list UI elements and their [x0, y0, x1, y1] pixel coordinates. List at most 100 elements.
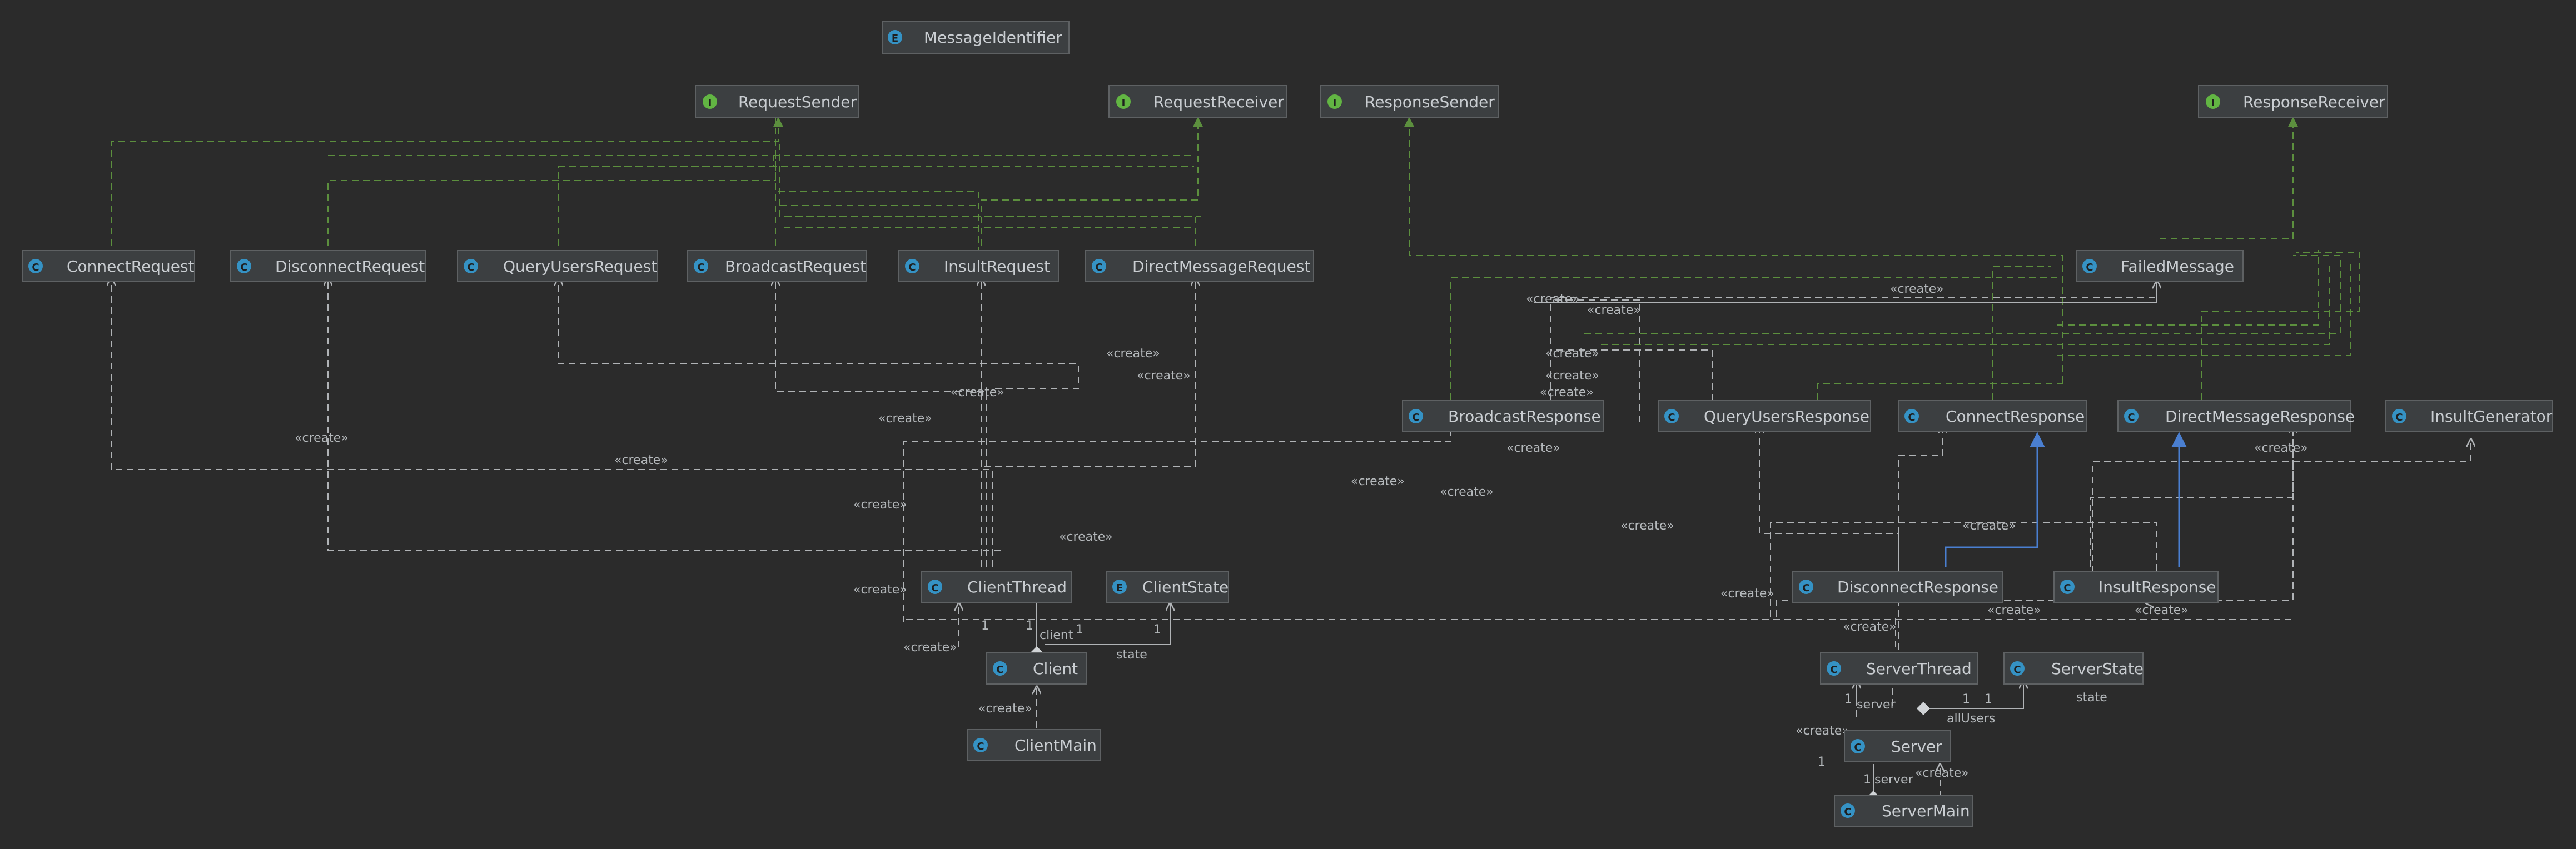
node-server-thread[interactable]: C ServerThread — [1820, 652, 1978, 685]
svg-text:C: C — [1802, 582, 1809, 594]
create-label: «create» — [1351, 475, 1405, 488]
svg-text:E: E — [1116, 582, 1123, 594]
svg-text:I: I — [1333, 97, 1337, 109]
node-label: MessageIdentifier — [924, 28, 1062, 47]
svg-text:I: I — [708, 97, 712, 109]
edge-connect-response-response-receiver — [2057, 250, 2319, 326]
node-label: RequestReceiver — [1153, 93, 1284, 111]
node-failed-message[interactable]: C FailedMessage — [2076, 250, 2244, 282]
create-label: «create» — [1545, 369, 1599, 383]
node-request-receiver[interactable]: I RequestReceiver — [1108, 85, 1287, 118]
node-label: ServerMain — [1882, 802, 1970, 820]
edge-response-sender-create-loop — [1550, 349, 1713, 400]
edge-server-thread-disconnect-response — [1776, 439, 2294, 617]
multiplicity-label: 1 — [981, 619, 989, 633]
node-direct-message-response[interactable]: C DirectMessageResponse — [2117, 400, 2355, 432]
create-label: «create» — [1620, 519, 1674, 533]
node-connect-response[interactable]: C ConnectResponse — [1898, 400, 2087, 432]
svg-text:C: C — [240, 262, 247, 273]
svg-text:C: C — [1854, 742, 1861, 753]
node-client-thread[interactable]: C ClientThread — [921, 571, 1072, 603]
svg-text:I: I — [2211, 97, 2215, 109]
edge-client-client-state — [1045, 603, 1170, 645]
create-label: «create» — [1137, 369, 1191, 383]
svg-text:C: C — [977, 741, 984, 752]
node-direct-message-request[interactable]: C DirectMessageRequest — [1085, 250, 1314, 282]
node-client[interactable]: C Client — [986, 652, 1087, 685]
create-label: «create» — [295, 431, 349, 445]
create-label: «create» — [614, 453, 668, 467]
node-client-state[interactable]: E ClientState — [1106, 571, 1229, 603]
class-icon: C — [928, 580, 942, 594]
node-request-sender[interactable]: I RequestSender — [695, 85, 859, 118]
multiplicity-label: 1 — [1076, 623, 1083, 637]
create-label: «create» — [2135, 603, 2189, 617]
node-response-receiver[interactable]: I ResponseReceiver — [2198, 85, 2388, 118]
class-icon: C — [1092, 259, 1106, 273]
svg-text:C: C — [1095, 262, 1102, 273]
create-label: «create» — [878, 412, 932, 426]
node-disconnect-response[interactable]: C DisconnectResponse — [1792, 571, 2003, 603]
svg-text:E: E — [892, 33, 898, 44]
edge-client-thread-direct-message-request — [984, 278, 1195, 467]
create-label: «create» — [853, 583, 907, 597]
node-broadcast-request[interactable]: C BroadcastRequest — [687, 250, 867, 282]
node-query-users-request[interactable]: C QueryUsersRequest — [457, 250, 658, 282]
implements-edges — [111, 117, 2360, 400]
edge-query-users-request-request-sender — [558, 156, 774, 257]
edge-server-thread-direct-message-response — [2090, 425, 2293, 567]
edge-connect-response-response-sender — [1992, 266, 2051, 400]
interface-icon: I — [1327, 94, 1342, 109]
edge-direct-message-request-request-sender — [779, 144, 1196, 257]
create-label: «create» — [1796, 724, 1849, 738]
edge-insult-request-request-sender-loop — [778, 191, 979, 257]
node-label: FailedMessage — [2121, 257, 2234, 276]
create-label: «create» — [1720, 587, 1774, 601]
class-icon: C — [1409, 409, 1423, 423]
node-client-main[interactable]: C ClientMain — [967, 729, 1101, 761]
node-message-identifier[interactable]: E MessageIdentifier — [882, 21, 1070, 54]
node-insult-request[interactable]: C InsultRequest — [898, 250, 1059, 282]
edge-disconnect-response-connect-response — [1945, 432, 2045, 567]
multiplicity-label: 1 — [1985, 692, 1992, 706]
node-connect-request[interactable]: C ConnectRequest — [22, 250, 195, 282]
node-broadcast-response[interactable]: C BroadcastResponse — [1402, 400, 1604, 432]
class-icon: C — [464, 259, 478, 273]
node-insult-response[interactable]: C InsultResponse — [2053, 571, 2219, 603]
enum-icon: E — [1112, 580, 1127, 594]
svg-text:C: C — [2063, 582, 2071, 594]
node-server[interactable]: C Server — [1844, 730, 1951, 762]
class-icon: C — [1827, 661, 1841, 676]
node-label: Client — [1033, 660, 1078, 678]
role-label: state — [2076, 691, 2107, 705]
create-label: «create» — [1526, 292, 1580, 306]
edge-client-thread-connect-request — [111, 278, 993, 578]
multiplicity-label: 1 — [1844, 692, 1852, 706]
edge-server-thread-insult-response — [1770, 522, 2157, 617]
create-label: «create» — [1106, 347, 1160, 361]
node-response-sender[interactable]: I ResponseSender — [1320, 85, 1499, 118]
edge-label-layer: «create» «create» «create» «create» «cre… — [295, 282, 2308, 787]
node-query-users-response[interactable]: C QueryUsersResponse — [1658, 400, 1871, 432]
node-label: BroadcastRequest — [725, 257, 866, 276]
node-label: QueryUsersRequest — [503, 257, 657, 276]
class-icon: C — [2082, 259, 2097, 273]
node-disconnect-request[interactable]: C DisconnectRequest — [230, 250, 426, 282]
create-label: «create» — [1440, 485, 1494, 499]
interface-icon: I — [1116, 94, 1131, 109]
interface-icon: I — [2206, 94, 2220, 109]
node-label: ConnectResponse — [1946, 407, 2085, 426]
edge-connect-request-request-sender — [111, 117, 783, 257]
edge-server-thread-insult-generator — [2092, 439, 2471, 583]
extends-edges — [1945, 432, 2187, 567]
edge-server-thread-connect-response — [1898, 425, 1943, 567]
node-server-state[interactable]: C ServerState — [2003, 652, 2144, 685]
create-label: «create» — [1843, 620, 1897, 634]
node-insult-generator[interactable]: C InsultGenerator — [2385, 400, 2553, 432]
role-label: client — [1040, 628, 1073, 642]
node-label: ResponseReceiver — [2243, 93, 2385, 111]
node-label: Server — [1891, 737, 1942, 756]
node-server-main[interactable]: C ServerMain — [1834, 795, 1973, 827]
multiplicity-label: 1 — [1153, 623, 1161, 637]
